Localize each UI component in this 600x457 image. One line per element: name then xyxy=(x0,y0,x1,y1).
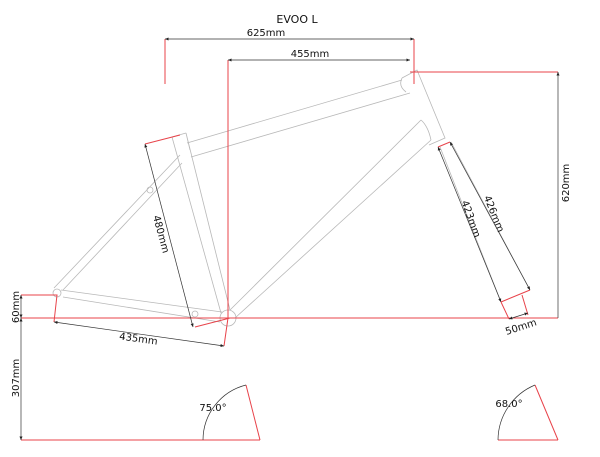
label-seat-angle: 75.0° xyxy=(199,403,226,414)
fork xyxy=(439,141,531,303)
chainstays xyxy=(60,289,223,323)
seat-stay-bridge xyxy=(146,186,154,194)
label-head-angle: 68.0° xyxy=(495,399,522,410)
chainstay-bridge xyxy=(191,310,199,318)
label-426mm: 426mm xyxy=(481,194,506,234)
down-tube xyxy=(229,119,432,319)
label-307mm: 307mm xyxy=(11,359,22,398)
head-tube xyxy=(400,69,446,146)
reference-lines xyxy=(21,39,559,441)
label-435mm: 435mm xyxy=(118,331,158,347)
diagram-title: EVOO L xyxy=(276,13,318,26)
label-50mm: 50mm xyxy=(504,317,538,337)
head-angle-arc xyxy=(497,384,536,441)
label-480mm: 480mm xyxy=(150,214,171,254)
dimension-lines xyxy=(19,37,560,441)
label-455mm: 455mm xyxy=(291,49,330,60)
label-625mm: 625mm xyxy=(247,28,286,39)
seat-tube xyxy=(171,132,231,314)
seat-angle-arc xyxy=(202,384,247,441)
label-423mm: 423mm xyxy=(459,199,483,239)
top-tube xyxy=(186,79,411,158)
label-620mm: 620mm xyxy=(561,164,572,203)
label-60mm: 60mm xyxy=(11,291,22,323)
